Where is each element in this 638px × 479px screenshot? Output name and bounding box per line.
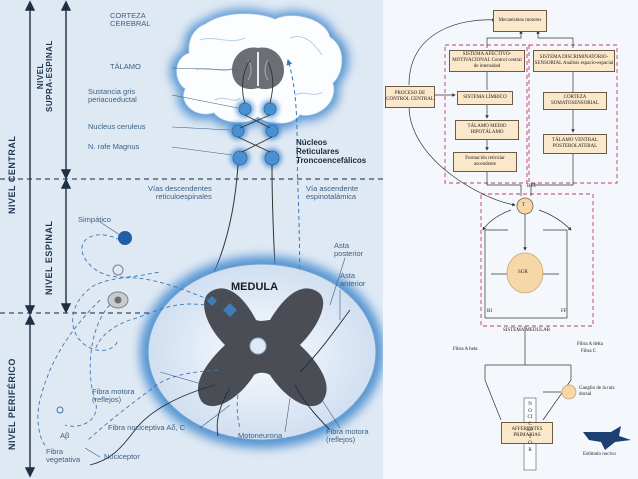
label-bi: BI <box>487 309 492 314</box>
stimulus-arrow-icon <box>583 426 631 450</box>
label-ceruleus: Nucleus ceruleus <box>88 122 146 131</box>
box-afferentes: AFFERENTES PRIMARIAS <box>501 422 553 444</box>
label-fibra-vegetativa: Fibra vegetativa <box>46 448 80 464</box>
label-fibra-motora-2a: Fibra motora <box>326 427 369 436</box>
label-motoneurona: Motoneurona <box>238 431 283 440</box>
box-talamo-medio: TÁLAMO MEDIO HIPOTÁLAMO <box>455 120 519 140</box>
label-via-ascendente: Vía ascendente espinotalámica <box>306 185 358 201</box>
level-spinal-label: NIVEL ESPINAL <box>44 220 54 295</box>
label-vias-desc-2: reticuloespinales <box>155 192 212 201</box>
label-nucleos: Núcleos Reticulares Troncoencefálicos <box>296 138 366 165</box>
label-nociceptor: Nociceptor <box>104 452 140 461</box>
label-nucleos-1: Núcleos <box>296 138 328 147</box>
label-corteza-2: CEREBRAL <box>110 19 151 28</box>
label-asta-anterior: Asta anterior <box>340 272 365 288</box>
label-sustancia: Sustancia gris periacueductal <box>88 88 137 104</box>
label-bet: BET <box>527 184 537 189</box>
label-fibra-motora-1b: (reflejos) <box>92 395 122 404</box>
box-limbico: SISTEMA LÍMBICO <box>457 91 513 105</box>
dorsal-root-ganglion <box>107 264 129 309</box>
label-fibra-motora-1a: Fibra motora <box>92 387 135 396</box>
sympathetic-ganglion <box>118 231 132 245</box>
label-abeta: Aβ <box>60 431 70 440</box>
brainstem-nuclei <box>229 59 282 168</box>
label-fibra-nociceptiva: Fibra nociceptiva Aδ, C <box>108 423 186 432</box>
label-vias-descendentes: Vías descendentes reticuloespinales <box>148 185 212 201</box>
box-corteza: CORTEZA SOMATOSENSORIAL <box>543 92 607 110</box>
label-estimulo: Estímulo nocivo <box>583 452 616 457</box>
label-nociceptor: NOCICEPTOR <box>527 402 533 453</box>
label-corteza: CORTEZA CEREBRAL <box>110 12 150 28</box>
pain-pathway-illustration: NIVEL CENTRAL NIVEL SUPRA-ESPINAL NIVEL … <box>0 0 383 479</box>
motor-fibres <box>89 309 351 466</box>
label-sustancia-1: Sustancia gris <box>88 87 136 96</box>
label-ff: FF <box>561 309 567 314</box>
label-ganglio: Ganglio de la raíz dorsal <box>579 386 615 397</box>
level-peripheral-label: NIVEL PERIFÉRICO <box>7 358 17 450</box>
label-via-asc-2: espinotalámica <box>306 192 357 201</box>
level-supra-line1: NIVEL <box>36 63 45 90</box>
label-nucleos-2: Reticulares <box>296 147 340 156</box>
label-sustancia-2: periacueductal <box>88 95 137 104</box>
level-arrows <box>24 0 72 478</box>
box-talamo-ventral: TÁLAMO VENTRAL POSTEROLATERAL <box>543 134 607 154</box>
label-asta-posterior: Asta posterior <box>334 242 363 258</box>
label-fibra-veg-1: Fibra <box>46 447 64 456</box>
peripheral-fibres <box>37 234 241 446</box>
label-asta-post-2: posterior <box>334 249 364 258</box>
box-discriminativo: SISTEMA DISCRIMINATORIO-SENSORIAL Anális… <box>533 50 615 72</box>
level-supra-label: NIVEL SUPRA-ESPINAL <box>36 40 54 112</box>
label-fibra-veg-2: vegetativa <box>46 455 81 464</box>
label-sgr: SGR <box>518 270 528 275</box>
label-nucleos-3: Troncoencefálicos <box>296 156 367 165</box>
label-fibra-a-delta: Fibra A delta <box>577 342 603 347</box>
connection-lines <box>408 18 575 440</box>
label-asta-ant-2: anterior <box>340 279 366 288</box>
label-fibra-motora-1: Fibra motora (reflejos) <box>92 388 135 404</box>
label-talamo: TÁLAMO <box>110 62 141 71</box>
label-fibra-motora-2b: (reflejos) <box>326 435 356 444</box>
illustration-svg <box>0 0 383 478</box>
label-simpatico: Simpático <box>78 215 111 224</box>
label-sistema-medular: SISTEMA MEDULAR <box>503 328 551 333</box>
flow-nodes <box>506 197 577 400</box>
box-mecanismos: Mecanismos motores <box>493 10 547 32</box>
label-fibra-motora-2: Fibra motora (reflejos) <box>326 428 369 444</box>
brain <box>170 9 349 130</box>
label-via-asc-1: Vía ascendente <box>306 184 359 193</box>
abeta-receptor <box>56 406 64 414</box>
level-supra-line2: SUPRA-ESPINAL <box>45 40 54 112</box>
label-t: T <box>522 203 526 208</box>
label-fibra-c: Fibra C <box>581 349 597 354</box>
label-medula: MEDULA <box>231 281 279 293</box>
label-rafe: N. rafe Magnus <box>88 142 140 151</box>
box-afectivo: SISTEMA AFECTIVO-MOTIVACIONAL Control ce… <box>449 50 525 72</box>
label-asta-ant-1: Asta <box>340 271 356 280</box>
pain-control-flowchart: Mecanismos motores SISTEMA AFECTIVO-MOTI… <box>383 0 638 479</box>
label-fibra-a-beta: Fibra A beta <box>453 347 478 352</box>
box-formacion: Formación reticular ascendente <box>453 152 517 172</box>
label-vias-desc-1: Vías descendentes <box>148 184 212 193</box>
label-corteza-1: CORTEZA <box>110 11 146 20</box>
leader-lines <box>84 67 346 458</box>
box-proceso: PROCESO DE CONTROL CENTRAL <box>385 86 435 108</box>
label-asta-post-1: Asta <box>334 241 350 250</box>
level-central-label: NIVEL CENTRAL <box>7 135 17 214</box>
